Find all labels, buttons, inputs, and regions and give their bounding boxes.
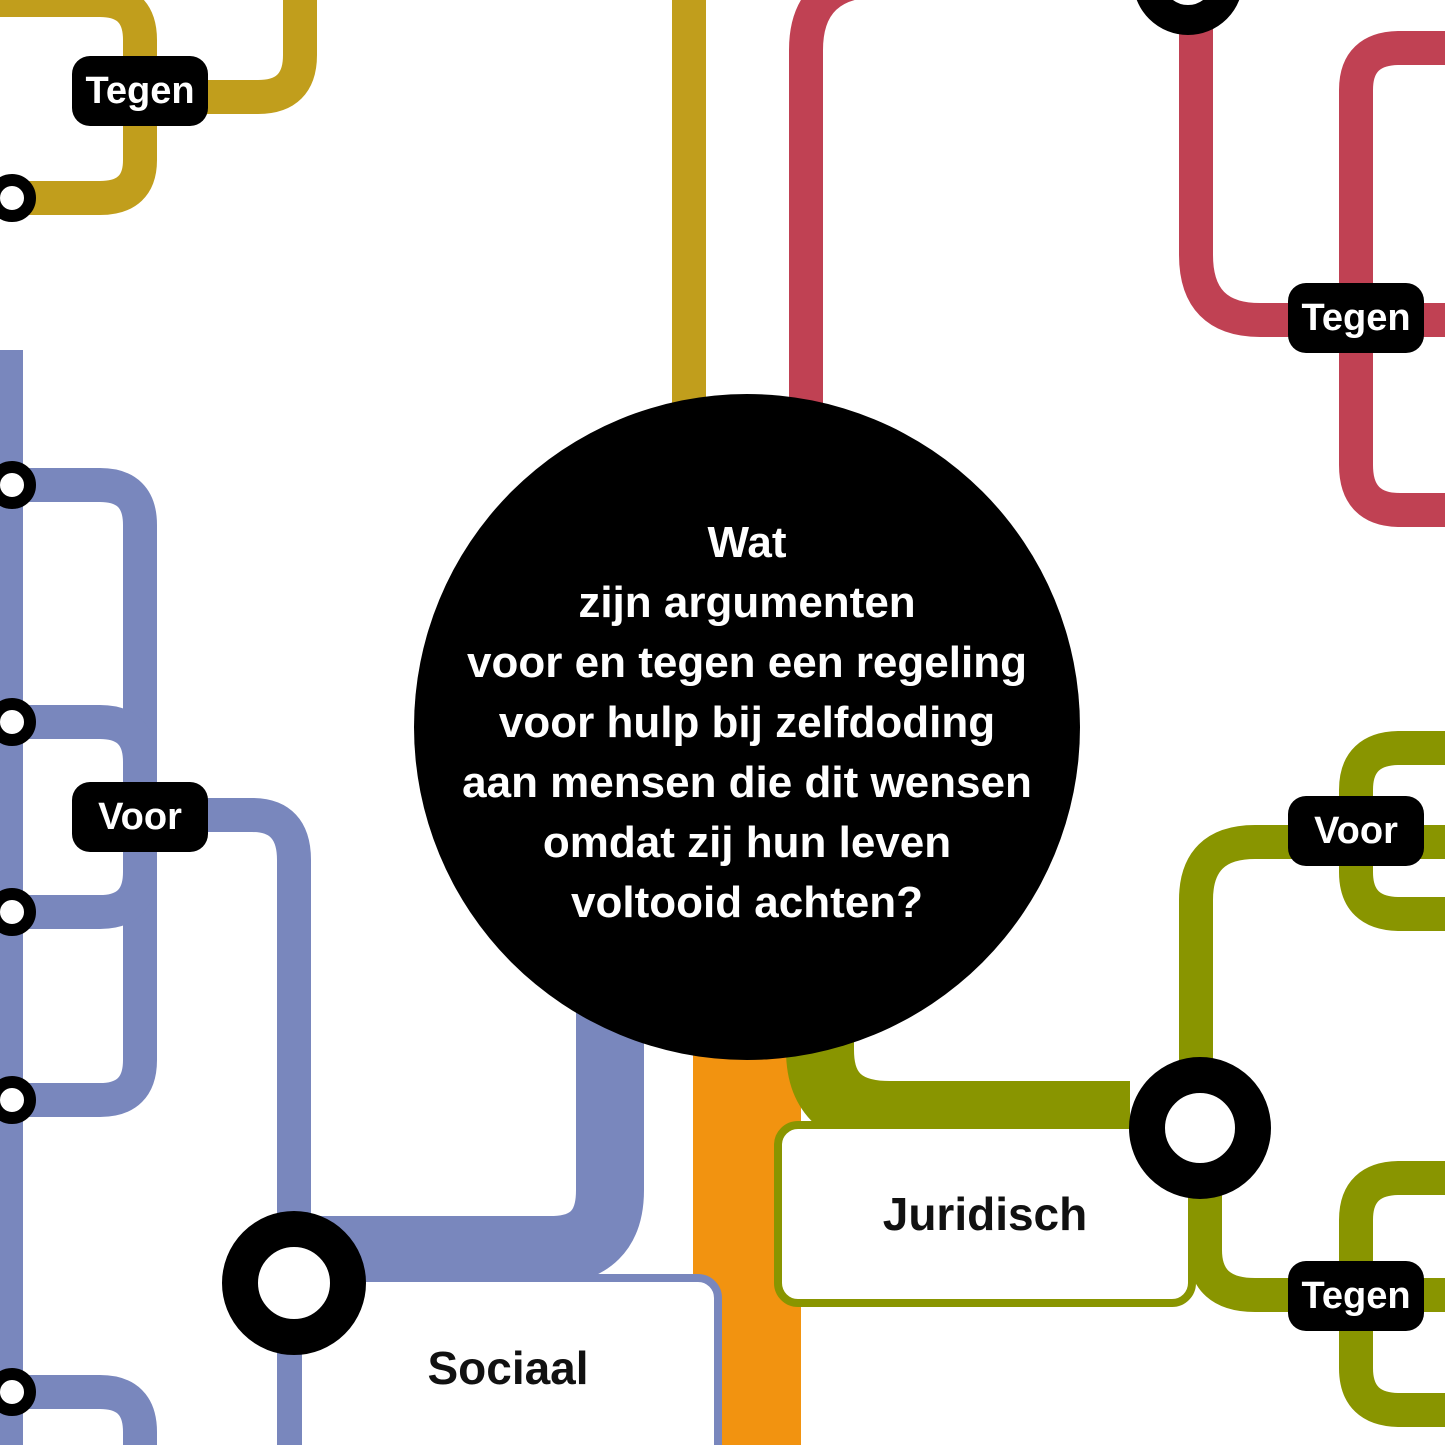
ochre-branch-upper — [140, 0, 317, 114]
pill-ochre-tegen-text: Tegen — [85, 70, 194, 112]
station-ring-left-5 — [0, 1076, 36, 1124]
question-line-3: voor en tegen een regeling — [467, 638, 1027, 687]
blue-to-sociaal — [294, 990, 644, 1284]
station-ring-left-2 — [0, 461, 36, 509]
juridisch-box: Juridisch — [774, 1121, 1196, 1307]
pill-blue-voor-text: Voor — [98, 796, 182, 838]
olive-branch-down — [1188, 1180, 1445, 1312]
station-ring-juridisch-hub — [1129, 1057, 1271, 1199]
blue-bottom-left — [20, 1375, 157, 1445]
sociaal-box: Sociaal — [294, 1274, 722, 1445]
station-ring-left-6 — [0, 1368, 36, 1416]
stations — [0, 0, 1271, 1416]
question-line-4: voor hulp bij zelfdoding — [499, 698, 995, 747]
question-line-5: aan mensen die dit wensen — [462, 758, 1032, 807]
central-question: Wat zijn argumenten voor en tegen een re… — [414, 394, 1080, 1060]
pill-ochre-tegen: Tegen — [72, 56, 208, 126]
pill-olive-voor-text: Voor — [1314, 810, 1398, 852]
pill-olive-tegen-text: Tegen — [1301, 1275, 1410, 1317]
juridisch-label: Juridisch — [883, 1188, 1088, 1240]
question-line-1: Wat — [707, 518, 786, 567]
station-ring-top — [1136, 0, 1240, 35]
pill-blue-voor: Voor — [72, 782, 208, 852]
sociaal-label: Sociaal — [427, 1342, 588, 1394]
blue-spur-lower — [20, 871, 157, 929]
question-line-7: voltooid achten? — [571, 878, 923, 927]
pill-olive-tegen: Tegen — [1288, 1261, 1424, 1331]
question-line-6: omdat zij hun leven — [543, 818, 951, 867]
red-branch-loop — [1339, 31, 1445, 527]
station-ring-left-1 — [0, 174, 36, 222]
red-main-trunk — [789, 0, 856, 440]
olive-line — [786, 731, 1445, 1427]
station-ring-left-3 — [0, 698, 36, 746]
station-ring-left-4 — [0, 888, 36, 936]
pill-olive-voor: Voor — [1288, 796, 1424, 866]
blue-branch-to-hub — [140, 798, 311, 1445]
question-line-2: zijn argumenten — [578, 578, 915, 627]
olive-curve-from-center — [786, 1000, 1130, 1149]
red-branch-down — [1179, 0, 1445, 337]
station-ring-sociaal-hub — [222, 1211, 366, 1355]
pill-red-tegen-text: Tegen — [1301, 297, 1410, 339]
red-line — [789, 0, 1445, 527]
pill-red-tegen: Tegen — [1288, 283, 1424, 353]
blue-spur-middle — [20, 705, 157, 763]
olive-branch-up — [1179, 825, 1445, 1070]
